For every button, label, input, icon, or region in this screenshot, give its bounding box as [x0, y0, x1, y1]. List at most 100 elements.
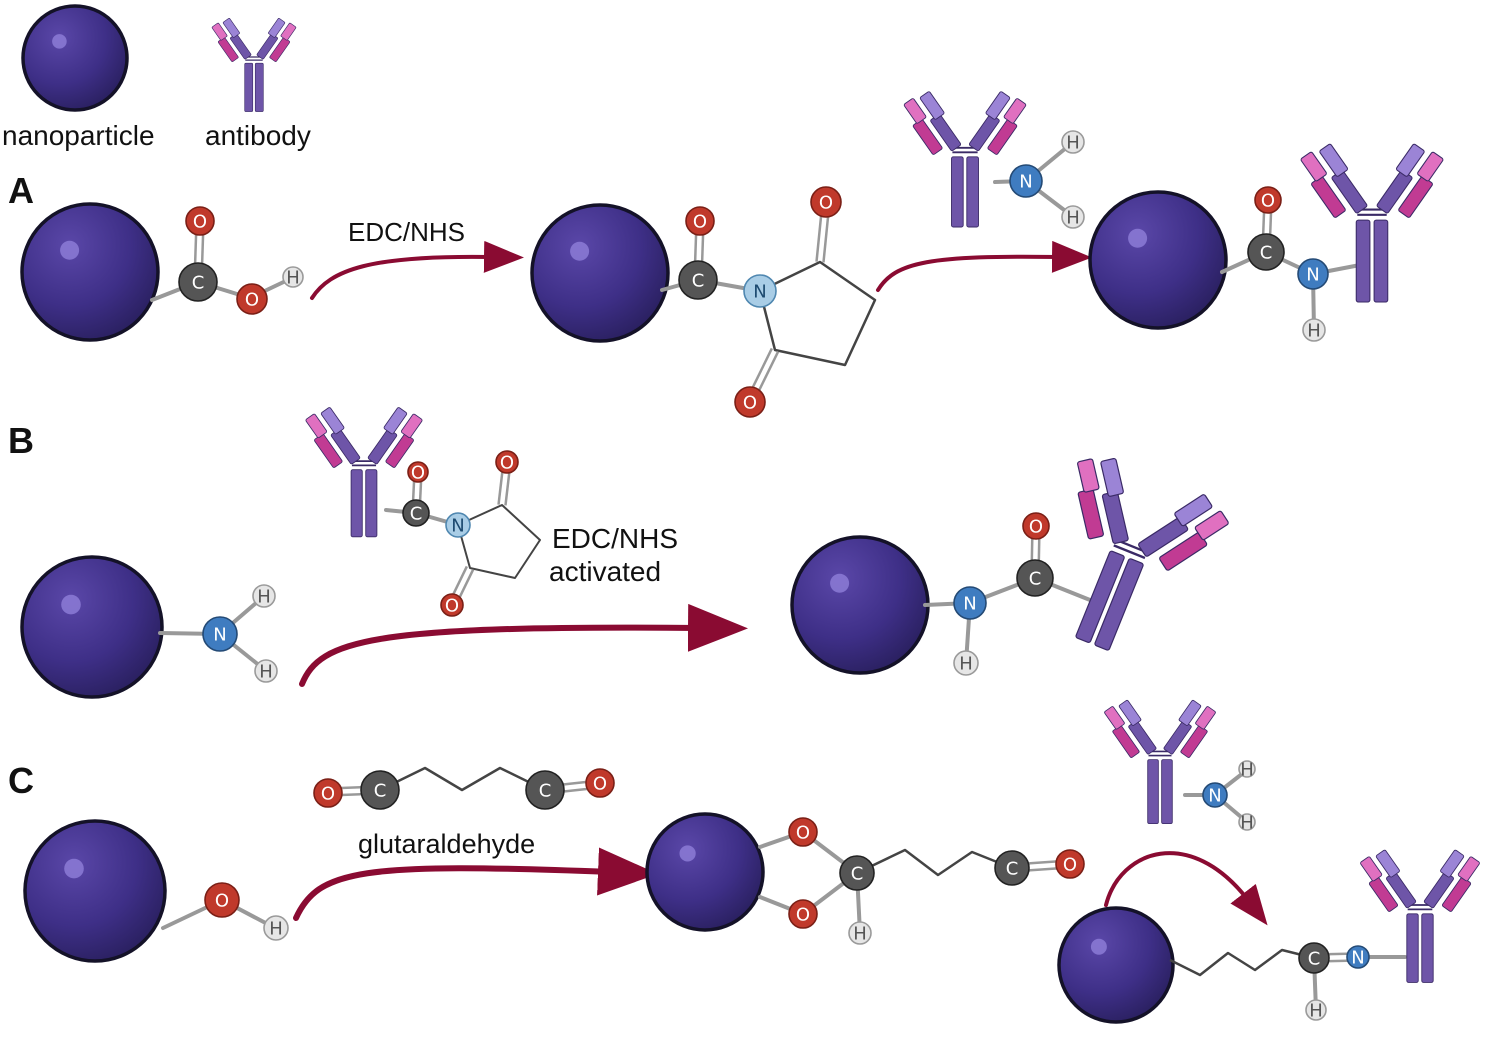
antibody-light-chain-tip	[400, 413, 423, 438]
panel-b-letter: B	[8, 420, 34, 461]
antibody-heavy-arm-tip	[1375, 849, 1400, 878]
hydrogen-atom-symbol: H	[1066, 208, 1080, 229]
carbon-atom-ball	[178, 262, 218, 302]
oxygen-atom-ball	[788, 899, 818, 929]
nitrogen-atom: N	[445, 512, 471, 538]
oxygen-atom: O	[440, 593, 464, 617]
antibody-heavy-arm-tip	[1396, 143, 1425, 177]
oxygen-atom-symbol: O	[1063, 855, 1077, 876]
oxygen-atom: O	[1022, 512, 1050, 540]
nanoparticle-sphere	[20, 555, 164, 699]
antibody-light-chain-tip	[1003, 98, 1027, 124]
antibody-heavy-arm-tip	[919, 91, 945, 120]
carbon-atom-ball	[1016, 559, 1054, 597]
oxygen-atom: O	[1254, 186, 1282, 214]
hydrogen-atom: H	[252, 584, 276, 608]
carbon-atom: C	[1247, 233, 1285, 271]
antibody-fc-chain	[1421, 913, 1434, 983]
oxygen-atom-ball	[1055, 849, 1085, 879]
antibody-heavy-arm-tip	[1118, 700, 1142, 726]
carbon-atom-ball	[360, 770, 400, 810]
panel-c-reagent-label: glutaraldehyde	[358, 829, 535, 859]
antibody-heavy-arm-tip	[1178, 700, 1202, 726]
oxygen-atom: O	[407, 461, 429, 484]
carbon-atom: C	[839, 855, 875, 891]
nanoparticle-highlight	[679, 845, 696, 862]
oxygen-atom-ball	[313, 778, 343, 808]
skeletal-chain	[758, 260, 877, 367]
antibody-heavy-arm-tip	[1100, 457, 1124, 497]
antibody-heavy-arm-tip	[383, 407, 408, 435]
antibody-light-chain	[1077, 488, 1104, 540]
oxygen-atom-ball	[204, 882, 240, 918]
antibody-light-chain-tip	[1195, 706, 1216, 730]
nanoparticle-highlight	[64, 858, 84, 879]
nitrogen-atom-ball	[743, 274, 777, 308]
nanoparticle	[21, 4, 129, 112]
panel-a-letter: A	[8, 170, 34, 211]
carbon-atom: C	[178, 262, 218, 302]
oxygen-atom-symbol: O	[796, 823, 810, 844]
nanoparticle-sphere	[790, 535, 930, 675]
legend-antibody-label: antibody	[205, 120, 311, 151]
oxygen-atom-symbol: O	[1029, 517, 1043, 538]
nitrogen-atom: N	[1297, 258, 1329, 290]
hydrogen-atom-symbol: H	[269, 919, 283, 940]
antibody-icon	[1075, 457, 1229, 651]
carbon-atom-ball	[994, 850, 1030, 886]
hydrogen-atom-symbol: H	[259, 662, 273, 683]
nanoparticle-sphere	[530, 203, 670, 343]
oxygen-atom-symbol: O	[215, 891, 229, 912]
panel-c-letter: C	[8, 760, 34, 801]
carbon-atom: C	[1298, 942, 1330, 974]
antibody-heavy-arm-tip	[268, 18, 286, 38]
nanoparticle-highlight	[60, 240, 80, 260]
antibody-light-chain-tip	[1360, 856, 1383, 882]
carbon-atom-symbol: C	[374, 781, 387, 802]
hydrogen-atom: H	[1238, 760, 1256, 781]
nanoparticle-sphere	[21, 4, 129, 112]
nitrogen-atom-symbol: N	[1306, 265, 1319, 286]
antibody-heavy-arm-tip	[1440, 849, 1465, 878]
antibody-heavy-arm-tip	[985, 91, 1011, 120]
carbon-atom-ball	[1298, 942, 1330, 974]
hydrogen-atom-ball	[1305, 999, 1327, 1021]
oxygen-atom: O	[788, 817, 818, 847]
skeletal-chain	[457, 504, 541, 579]
nitrogen-atom-ball	[1009, 164, 1043, 198]
carbon-atom-symbol: C	[1006, 859, 1019, 880]
oxygen-atom-symbol: O	[796, 905, 810, 926]
hydrogen-atom-symbol: H	[1307, 321, 1321, 342]
hydrogen-atom: H	[1061, 130, 1085, 154]
antibody-fc-chain	[365, 469, 378, 538]
antibody-light-chain-tip	[305, 413, 328, 438]
carbon-atom: C	[1016, 559, 1054, 597]
oxygen-atom: O	[734, 386, 766, 418]
hydrogen-atom-symbol: H	[959, 654, 973, 675]
nanoparticle-highlight	[52, 34, 67, 49]
hydrogen-atom: H	[953, 650, 979, 676]
hydrogen-atom: H	[848, 921, 872, 945]
oxygen-atom-symbol: O	[445, 596, 459, 617]
oxygen-atom-ball	[810, 186, 842, 218]
hydrogen-atom-ball	[1238, 760, 1256, 778]
oxygen-atom: O	[495, 450, 519, 474]
nitrogen-atom-ball	[1202, 782, 1228, 808]
antibody-icon	[1360, 849, 1480, 983]
carbon-atom: C	[360, 770, 400, 810]
skeletal-chain	[1169, 948, 1315, 977]
panel-a-reagent-label: EDC/NHS	[348, 217, 465, 247]
antibody-light-chain-tip	[1417, 151, 1444, 182]
hydrogen-atom-symbol: H	[286, 268, 300, 289]
oxygen-atom-ball	[495, 450, 519, 474]
nanoparticle-sphere	[23, 819, 167, 963]
oxygen-atom-symbol: O	[411, 463, 425, 484]
carbon-atom: C	[525, 770, 565, 810]
nanoparticle	[645, 812, 765, 932]
hydrogen-atom-ball	[254, 659, 278, 683]
carbon-atom: C	[678, 260, 718, 300]
nitrogen-atom-symbol: N	[213, 625, 226, 646]
nitrogen-atom: N	[1346, 945, 1370, 969]
